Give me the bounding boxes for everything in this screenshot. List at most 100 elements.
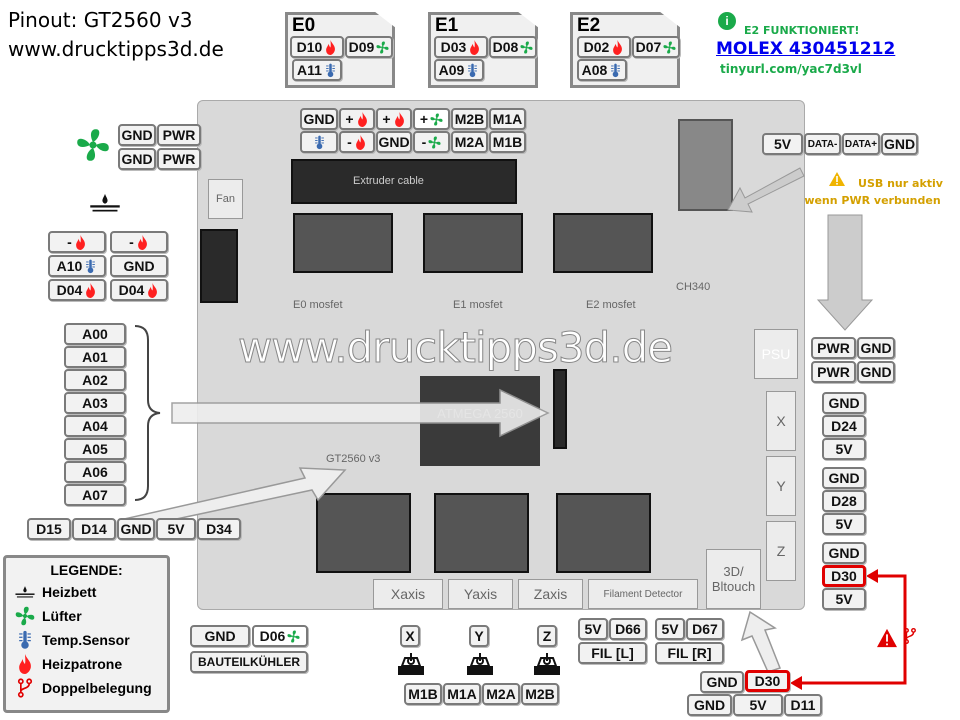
cable-heater-plus: + xyxy=(376,108,412,130)
fan-icon xyxy=(430,112,443,127)
aux-pin: D14 xyxy=(72,518,116,540)
warning-icon xyxy=(876,628,898,648)
bltouch-gnd-2: GND xyxy=(687,694,732,716)
extruder-cable-connector xyxy=(291,159,517,204)
board-label-model: GT2560 v3 xyxy=(326,453,381,465)
analog-pin: A02 xyxy=(64,369,126,391)
flame-icon xyxy=(468,40,481,55)
pin-label: Lüfter xyxy=(42,608,82,624)
fan-icon xyxy=(520,40,533,55)
board-label-filament: Filament Detector xyxy=(603,588,683,600)
thermometer-icon xyxy=(466,63,479,78)
filament-connector: Filament Detector xyxy=(588,579,698,609)
motor-pin: M2A xyxy=(482,683,520,705)
driver-x xyxy=(316,493,411,573)
bed-heater: D04 xyxy=(48,279,106,301)
flame-icon xyxy=(393,112,406,127)
bltouch-signal: D30 xyxy=(745,670,790,692)
motor-pin: M1B xyxy=(404,683,442,705)
pin-label: A08 xyxy=(581,62,608,78)
board-label-atmega: ATMEGA 2560 xyxy=(437,406,523,421)
cable-m2a: M2A xyxy=(451,131,488,153)
pin-label: + xyxy=(419,111,429,127)
extruder-name: E1 xyxy=(435,15,459,36)
motor-z-connector: Zaxis xyxy=(518,579,583,609)
fil-right-pin: D67 xyxy=(686,618,724,640)
flame-icon xyxy=(146,283,159,298)
board-label-e0-mosfet: E0 mosfet xyxy=(293,299,343,311)
aux-pin: GND xyxy=(117,518,155,540)
endstop-switch-icon xyxy=(532,652,562,676)
bed-gnd: GND xyxy=(110,255,168,277)
fan-connector: Fan xyxy=(208,179,243,219)
pin-label: D07 xyxy=(635,39,662,55)
motor-pin: M1A xyxy=(443,683,481,705)
thermometer-icon xyxy=(14,630,36,650)
driver-e2 xyxy=(553,213,653,273)
isp-header xyxy=(553,369,567,449)
tinyurl-link[interactable]: tinyurl.com/yac7d3vl xyxy=(720,62,862,76)
molex-link[interactable]: MOLEX 430451212 xyxy=(716,39,896,59)
e2-temp-pin: A08 xyxy=(577,59,627,81)
aux-pin: D15 xyxy=(27,518,71,540)
endstop-z-connector: Z xyxy=(766,521,796,581)
board-label-bltouch: 3D/ Bltouch xyxy=(711,564,756,594)
pin-label: Heizbett xyxy=(42,584,97,600)
info-note: E2 FUNKTIONIERT! xyxy=(744,24,860,37)
legend-title: LEGENDE: xyxy=(50,562,123,578)
pin-label: D02 xyxy=(583,39,610,55)
board-label-xaxis: Xaxis xyxy=(390,586,426,602)
endstop-y-signal: D28 xyxy=(822,490,866,512)
pin-label: - xyxy=(421,134,427,150)
legend-item: Temp.Sensor xyxy=(6,628,167,652)
pin-label: - xyxy=(129,234,134,250)
fan-icon xyxy=(76,128,110,162)
part-fan-label: BAUTEILKÜHLER xyxy=(190,651,308,673)
legend-item: Doppelbelegung xyxy=(6,676,167,700)
analog-pin: A06 xyxy=(64,461,126,483)
usb-warning: USB nur aktiv wenn PWR verbunden xyxy=(804,177,943,207)
usb-gnd: GND xyxy=(881,133,918,155)
analog-pin: A05 xyxy=(64,438,126,460)
endstop-x-signal: D24 xyxy=(822,415,866,437)
usb-data-minus: DATA- xyxy=(804,133,841,155)
e0-heater-pin: D10 xyxy=(290,36,344,58)
cable-gnd-2: GND xyxy=(376,131,412,153)
endstop-y-gnd: GND xyxy=(822,467,866,489)
flame-icon xyxy=(324,40,337,55)
bed-minus: - xyxy=(110,231,168,253)
board-label-y: Y xyxy=(776,478,786,494)
bed-minus: - xyxy=(48,231,106,253)
thermometer-icon xyxy=(609,63,622,78)
fil-right-5v: 5V xyxy=(655,618,685,640)
motor-axis-x: X xyxy=(400,625,420,647)
part-fan-pin: D06 xyxy=(252,625,308,647)
pin-label: D04 xyxy=(118,282,145,298)
board-label-extruder-cable: Extruder cable xyxy=(353,175,424,187)
warning-icon xyxy=(829,172,845,186)
usb-data-plus: DATA+ xyxy=(842,133,880,155)
endstop-switch-icon xyxy=(396,652,426,676)
pin-label: D08 xyxy=(492,39,519,55)
psu-connector: PSU xyxy=(754,329,798,379)
bed-temp: A10 xyxy=(48,255,106,277)
thermometer-icon xyxy=(84,259,97,274)
pin-label: + xyxy=(345,111,354,127)
pin-label: - xyxy=(347,134,352,150)
endstop-y-5v: 5V xyxy=(822,513,866,535)
legend-item: Lüfter xyxy=(6,604,167,628)
part-fan-gnd: GND xyxy=(190,625,250,647)
fan-icon xyxy=(14,606,36,626)
flame-icon xyxy=(14,654,36,674)
usb-port xyxy=(678,119,733,211)
board-label-e2-mosfet: E2 mosfet xyxy=(586,299,636,311)
endstop-x-gnd: GND xyxy=(822,392,866,414)
cable-m2b: M2B xyxy=(451,108,488,130)
board-photo: Extruder cable Fan E0 mosfet E1 mosfet E… xyxy=(197,100,805,610)
board-label-yaxis: Yaxis xyxy=(463,586,498,602)
mcu-chip: ATMEGA 2560 xyxy=(420,376,540,466)
pin-label: Heizpatrone xyxy=(42,656,123,672)
bltouch-d11: D11 xyxy=(784,694,822,716)
fil-left-label: FIL [L] xyxy=(578,642,647,664)
fan-pwr: PWR xyxy=(157,124,201,146)
